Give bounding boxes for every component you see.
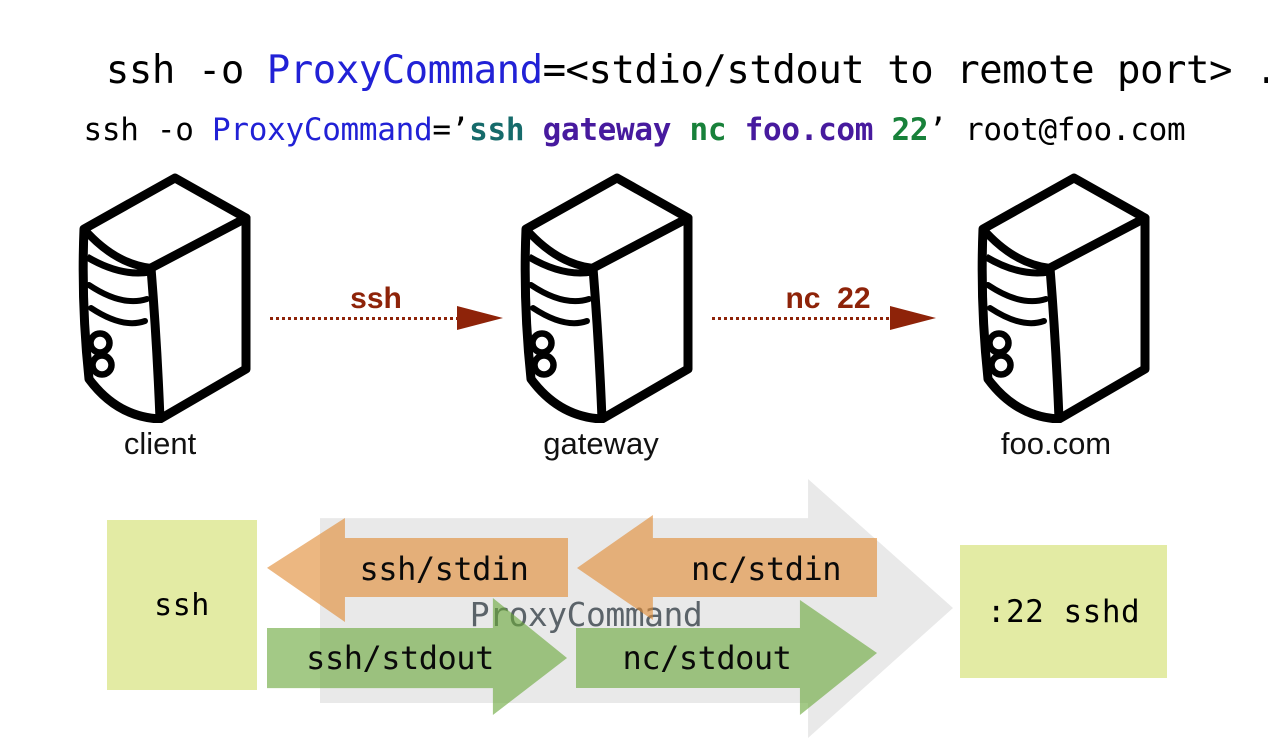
- server-icon-client: [77, 173, 252, 423]
- ssh-arrow-head-icon: [457, 306, 503, 330]
- ssh-client-box-label: ssh: [154, 587, 210, 623]
- nc22-arrow-label: nc 22: [785, 282, 871, 315]
- ssh-stdout-label: ssh/stdout: [306, 639, 494, 677]
- proxycommand-keyword: ProxyCommand: [266, 48, 543, 93]
- server-icon-foo: [976, 173, 1151, 423]
- sshd-server-box-label: :22 sshd: [986, 593, 1141, 630]
- ssh-client-box: ssh: [107, 520, 257, 690]
- server-label-foo: foo.com: [1000, 426, 1112, 461]
- server-label-gateway: gateway: [543, 426, 659, 461]
- ssh-arrow-line: [270, 317, 462, 320]
- code-prefix: ssh -o: [83, 112, 213, 148]
- cmd-port: 22: [891, 112, 929, 148]
- ssh-stdin-label: ssh/stdin: [359, 550, 529, 588]
- ssh-arrow-label: ssh: [350, 282, 402, 315]
- cmd-host: foo.com: [744, 112, 892, 148]
- code-prefix: ssh -o: [105, 48, 267, 93]
- nc22-arrow-head-icon: [890, 306, 936, 330]
- sshd-server-box: :22 sshd: [960, 545, 1167, 678]
- equals-quote: =’: [432, 112, 470, 148]
- quote-and-target: ’ root@foo.com: [928, 112, 1186, 148]
- code-suffix: =<stdio/stdout to remote port> ...: [542, 48, 1268, 93]
- nc-stdin-label: nc/stdin: [690, 550, 842, 588]
- proxycommand-keyword: ProxyCommand: [212, 112, 433, 148]
- server-icon-gateway: [519, 173, 694, 423]
- cmd-ssh: ssh: [469, 112, 543, 148]
- nc22-arrow-line: [712, 317, 895, 320]
- example-code-line: ssh -o ProxyCommand=’ssh gateway nc foo.…: [10, 76, 1185, 184]
- cmd-gateway: gateway: [542, 112, 690, 148]
- server-label-client: client: [123, 426, 197, 461]
- title-code-line: ssh -o ProxyCommand=<stdio/stdout to rem…: [14, 2, 1268, 140]
- cmd-nc: nc: [689, 112, 745, 148]
- nc-stdout-label: nc/stdout: [622, 639, 792, 677]
